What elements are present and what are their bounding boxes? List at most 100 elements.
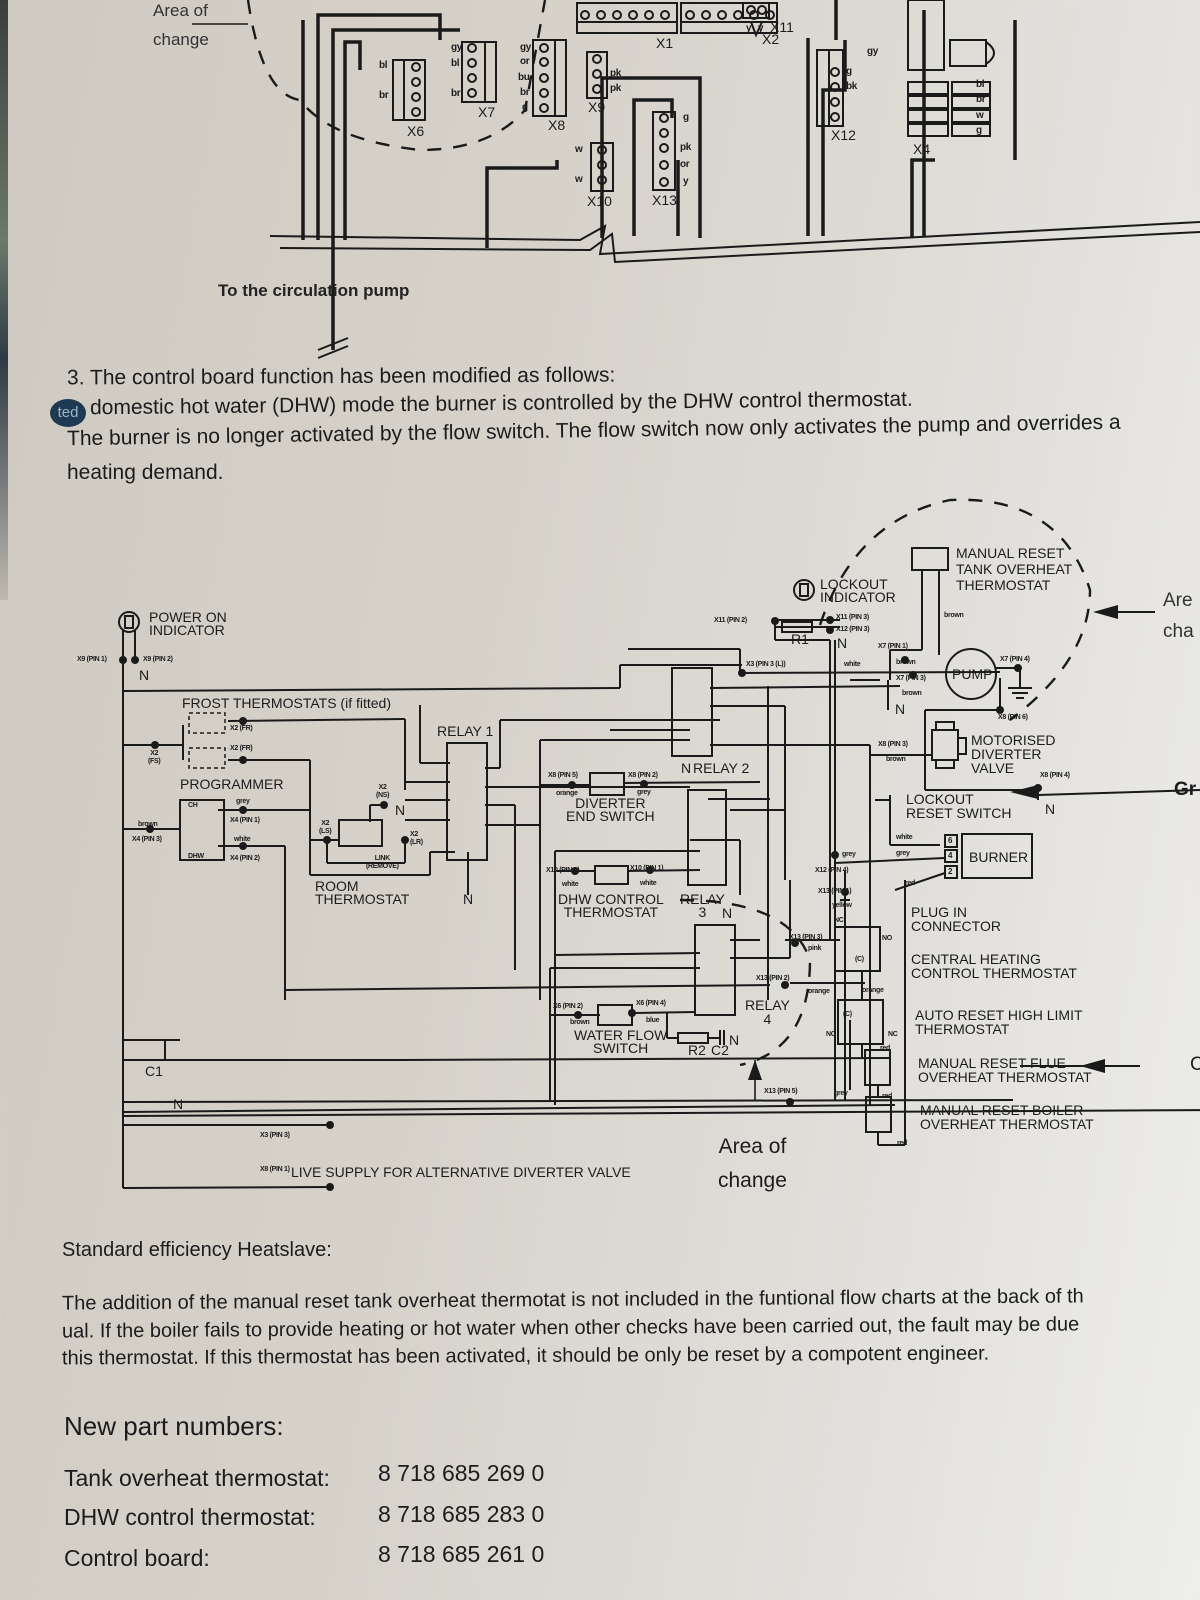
label-x6-pin4: X6 (PIN 4) [636, 1000, 666, 1007]
wire-code-x9-0: pk [610, 68, 622, 79]
burner-pin-4: 4 [948, 851, 953, 860]
wire-grey-x13: grey [834, 1090, 848, 1097]
wire-code-x12-0: g [846, 66, 852, 77]
label-x4: X4 [913, 141, 931, 157]
label-x7: X7 [478, 104, 496, 120]
wire-code-x6-1: br [379, 90, 389, 101]
part-numbers-heading: New part numbers: [64, 1411, 284, 1441]
label-x9: X9 [588, 99, 606, 115]
wire-code-x4-1: br [976, 94, 986, 105]
section3-line3: heating demand. [67, 461, 224, 484]
pump-earth-symbol [1008, 687, 1032, 699]
relay2-label: RELAY 2 [693, 760, 750, 776]
heatslave-line3: this thermostat. If this thermostat has … [61, 1342, 990, 1370]
wire-red-burner: red [905, 880, 915, 887]
wire-grey-burner: grey [896, 850, 910, 857]
nc-label-hl: NC [888, 1031, 898, 1038]
connector-x11 [742, 2, 770, 38]
x2-ls-line2: (LS) [319, 828, 332, 835]
connector-x1 [576, 2, 678, 34]
power-on-line1: POWER ON [149, 609, 227, 625]
wire-orange-2: orange [862, 987, 884, 994]
label-x8-pin3: X8 (PIN 3) [878, 741, 908, 748]
label-x7-pin4: X7 (PIN 4) [1000, 656, 1030, 663]
relay1-label: RELAY 1 [437, 723, 494, 739]
label-x10-pin3: X10 (PIN 3) [546, 867, 580, 874]
dhw-line2: THERMOSTAT [563, 904, 659, 920]
lamp-symbols [118, 579, 815, 633]
section3-heading: 3. The control board function has been m… [66, 363, 616, 390]
connector-x4 [907, 0, 995, 137]
lrs-line1: LOCKOUT [906, 791, 974, 807]
label-x6: X6 [407, 123, 425, 139]
part-number-tank: 8 718 685 269 0 [378, 1460, 545, 1486]
wire-brown-tank: brown [944, 612, 964, 619]
wire-code-x11-0: y [746, 23, 752, 34]
label-x8-pin1: X8 (PIN 1) [260, 1166, 290, 1173]
wire-red-3: red [897, 1140, 907, 1147]
part-number-dhw: 8 718 685 283 0 [378, 1501, 545, 1527]
programmer-label: PROGRAMMER [180, 776, 284, 792]
wire-code-x7-2: br [451, 88, 461, 99]
wire-white-burner: white [896, 834, 913, 841]
c-label-ch: (C) [855, 956, 864, 963]
label-x13: X13 [652, 192, 677, 208]
wire-brown-x7-1: brown [896, 659, 916, 666]
r2-label: R2 [688, 1042, 706, 1058]
chct-line2: CONTROL THERMOSTAT [911, 965, 1077, 981]
x2-ns-line1: X2 [378, 784, 387, 791]
label-x4-pin2: X4 (PIN 2) [230, 855, 260, 862]
circulation-pump-caption: To the circulation pump [218, 281, 410, 300]
wire-pink: pink [808, 945, 822, 952]
aoc-line2: change [718, 1169, 787, 1192]
label-x3-pin3: X3 (PIN 3) [260, 1132, 290, 1139]
wire-grey-prog: grey [236, 798, 250, 805]
wire-white-dhw-2: white [640, 880, 657, 887]
neutral-label-lockout: N [837, 635, 848, 651]
wire-code-x13-2: or [680, 159, 690, 170]
connector-x8 [532, 39, 567, 117]
wire-code-x13-0: g [683, 112, 689, 123]
mdv-line3: VALVE [971, 760, 1015, 776]
label-x12-pin3: X12 (PIN 3) [836, 626, 870, 633]
label-x11-pin3: X11 (PIN 3) [836, 614, 869, 621]
arhl-line1: AUTO RESET HIGH LIMIT [915, 1007, 1083, 1023]
wire-yellow: yellow [832, 902, 852, 909]
wire-code-x9-1: pk [610, 83, 622, 94]
wfs-line2: SWITCH [593, 1040, 649, 1056]
label-x2: X2 [762, 31, 780, 47]
neutral-label-pump: N [895, 701, 906, 717]
link-line1: LINK [374, 855, 390, 862]
mdv-line2: DIVERTER [971, 746, 1042, 762]
wire-code-x10-1: w [575, 174, 583, 185]
x2-ns-line2: (NS) [376, 792, 390, 799]
heatslave-heading: Standard efficiency Heatslave: [62, 1239, 332, 1261]
area-of-change-circle-bottom [679, 898, 812, 1067]
label-x8-pin5: X8 (PIN 5) [548, 772, 578, 779]
label-x7-pin3: X7 (PIN 3) [896, 675, 926, 682]
relay3-line2: 3 [698, 904, 707, 920]
live-supply-label: LIVE SUPPLY FOR ALTERNATIVE DIVERTER VAL… [291, 1164, 631, 1180]
neutral-label-relay4: N [729, 1032, 740, 1048]
wire-code-x8-2: bu [518, 72, 530, 83]
x2-fs-line1: X2 [150, 750, 159, 757]
label-x13-pin5: X13 (PIN 5) [764, 1088, 798, 1095]
pump-label: PUMP [952, 666, 993, 682]
wire-code-x12-feed: gy [867, 46, 879, 57]
label-x10: X10 [587, 193, 612, 209]
connector-x10 [590, 142, 614, 192]
wire-grey-diverter: grey [637, 789, 651, 796]
label-x11: X11 [770, 19, 794, 35]
arhl-line2: THERMOSTAT [915, 1021, 1010, 1037]
aoc-line1: Area of [718, 1135, 787, 1158]
nc-label-ch: NC [834, 917, 844, 924]
room-line2: THERMOSTAT [315, 891, 410, 907]
des-line2: END SWITCH [566, 808, 655, 824]
